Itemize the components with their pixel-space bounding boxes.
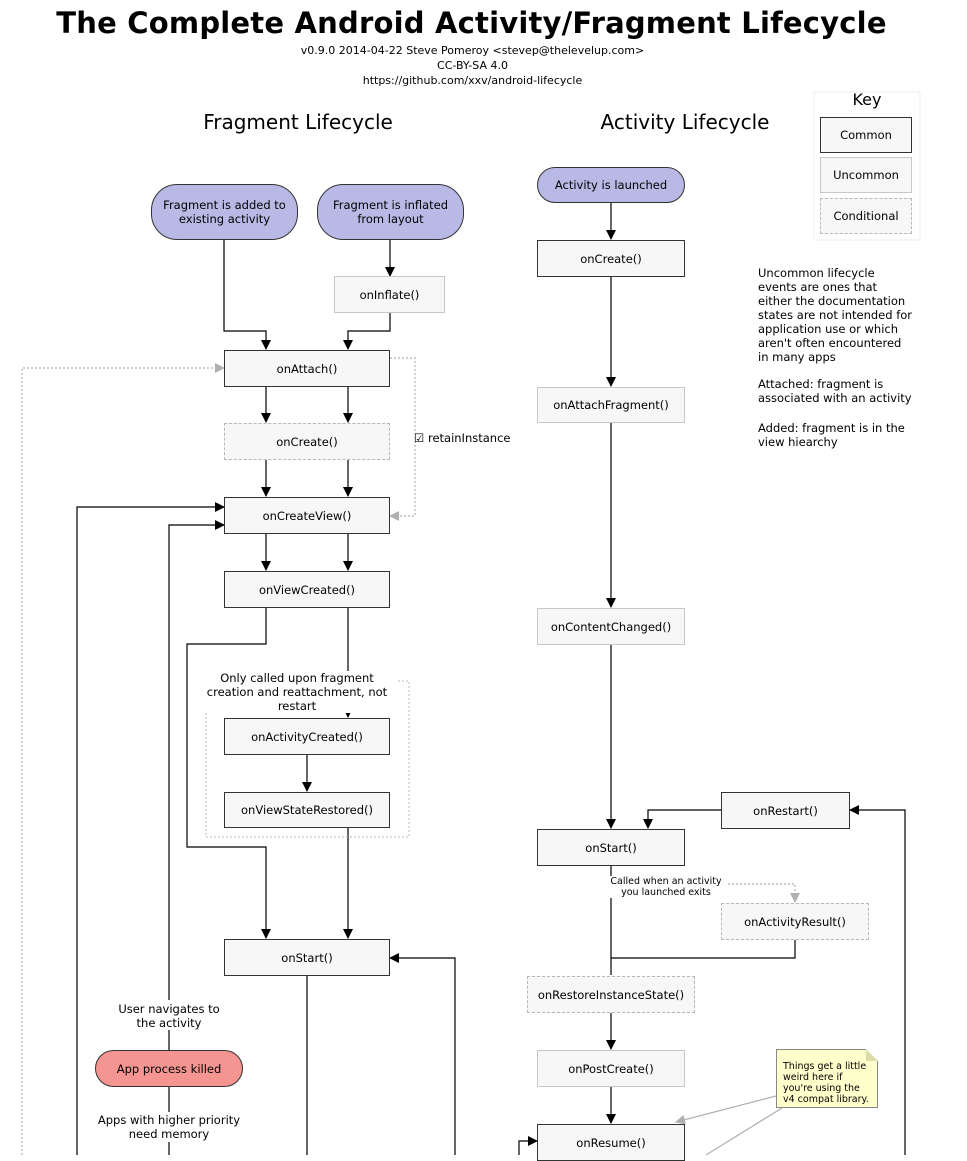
activity-on-activity-result: onActivityResult() xyxy=(721,903,869,940)
fragment-on-start: onStart() xyxy=(224,939,390,976)
fragment-on-create-view: onCreateView() xyxy=(224,497,390,534)
called-when-note: Called when an activity you launched exi… xyxy=(606,876,726,898)
version-author-line: v0.9.0 2014-04-22 Steve Pomeroy <stevep@… xyxy=(300,44,645,57)
user-navigates-label: User navigates to the activity xyxy=(112,1002,226,1030)
retain-instance-label: ☑ retainInstance xyxy=(414,431,511,445)
activity-launched-start: Activity is launched xyxy=(537,167,685,203)
activity-on-post-create: onPostCreate() xyxy=(537,1050,685,1087)
activity-lifecycle-heading: Activity Lifecycle xyxy=(600,110,770,134)
app-process-killed: App process killed xyxy=(95,1050,243,1087)
fragment-on-attach: onAttach() xyxy=(224,350,390,387)
attached-definition: Attached: fragment is associated with an… xyxy=(758,377,912,405)
fragment-inflated-start: Fragment is inflated from layout xyxy=(317,184,464,240)
key-common: Common xyxy=(820,117,912,153)
uncommon-definition: Uncommon lifecycle events are ones that … xyxy=(758,266,913,364)
note-fold-corner xyxy=(866,1049,878,1061)
key-uncommon: Uncommon xyxy=(820,157,912,193)
repo-url: https://github.com/xxv/android-lifecycle xyxy=(362,74,583,87)
license-line: CC-BY-SA 4.0 xyxy=(437,59,508,72)
activity-on-start: onStart() xyxy=(537,829,685,866)
activity-on-attach-fragment: onAttachFragment() xyxy=(537,387,685,423)
activity-on-restore-instance-state: onRestoreInstanceState() xyxy=(527,976,695,1013)
fragment-lifecycle-heading: Fragment Lifecycle xyxy=(203,110,393,134)
apps-higher-priority-label: Apps with higher priority need memory xyxy=(94,1113,244,1141)
fragment-on-create: onCreate() xyxy=(224,423,390,460)
activity-on-create: onCreate() xyxy=(537,240,685,277)
added-definition: Added: fragment is in the view hiearchy xyxy=(758,421,905,449)
key-title: Key xyxy=(852,90,882,109)
fragment-on-view-state-restored: onViewStateRestored() xyxy=(224,792,390,828)
activity-on-resume: onResume() xyxy=(537,1124,685,1161)
activity-on-restart: onRestart() xyxy=(721,792,850,829)
fragment-added-start: Fragment is added to existing activity xyxy=(151,184,298,240)
only-called-note: Only called upon fragment creation and r… xyxy=(196,671,398,713)
key-conditional: Conditional xyxy=(820,198,912,234)
v4-compat-note: Things get a little weird here if you're… xyxy=(776,1049,878,1108)
activity-on-content-changed: onContentChanged() xyxy=(537,608,685,645)
fragment-on-inflate: onInflate() xyxy=(334,276,445,313)
diagram-title: The Complete Android Activity/Fragment L… xyxy=(56,6,887,40)
fragment-on-view-created: onViewCreated() xyxy=(224,571,390,608)
fragment-on-activity-created: onActivityCreated() xyxy=(224,718,390,755)
